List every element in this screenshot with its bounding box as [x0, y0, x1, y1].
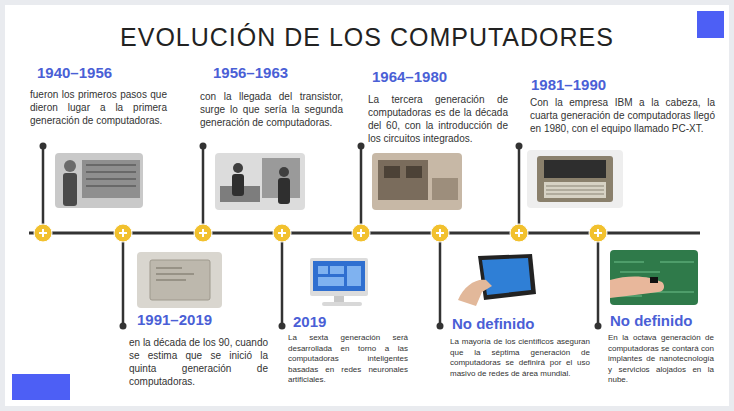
- photo-sixth-generation: [298, 255, 380, 310]
- timeline-entry: 1991–2019 en la década de los 90, cuando …: [129, 311, 268, 388]
- circuit-board: [610, 250, 698, 305]
- computer-keyboard: [544, 182, 606, 198]
- period-description: La tercera generación de computadoras es…: [368, 93, 508, 145]
- stem-line: [597, 233, 600, 326]
- stem-dot: [437, 323, 444, 330]
- stem-line: [360, 146, 363, 233]
- stem-dot: [200, 143, 207, 150]
- stem-line: [42, 146, 45, 233]
- computer-screen: [544, 160, 606, 178]
- period-description: fueron los primeros pasos que dieron lug…: [30, 88, 167, 127]
- screen-tiles: [318, 266, 361, 286]
- tape-reel: [406, 166, 422, 178]
- period-description: en la década de los 90, cuando se estima…: [129, 336, 268, 388]
- chip-body: [150, 260, 210, 300]
- timeline-stems: [43, 146, 598, 326]
- photo-fifth-generation: [137, 252, 222, 308]
- stem-line: [518, 146, 521, 233]
- rack-rows: [86, 165, 136, 186]
- hand: [458, 280, 492, 306]
- timeline-entry: 2019 La sexta generación será desarrollad…: [288, 313, 408, 386]
- stem-dot: [279, 323, 286, 330]
- photo-second-generation: [215, 153, 305, 210]
- period-description: con la llegada del transistor, surge lo …: [200, 90, 343, 129]
- photo-ground: [452, 250, 538, 310]
- stem-dot: [595, 323, 602, 330]
- nano-chip: [650, 277, 658, 283]
- photo-fourth-generation: [527, 150, 623, 208]
- timeline-markers: [34, 224, 607, 242]
- period-heading: 1956–1963: [213, 64, 343, 82]
- photo-third-generation: [372, 153, 462, 210]
- slide-title: EVOLUCIÓN DE LOS COMPUTADORES: [0, 22, 734, 52]
- stem-dot: [516, 143, 523, 150]
- timeline-entry: No definido La mayoría de los científicos…: [450, 315, 590, 379]
- monitor-frame: [310, 258, 368, 296]
- stem-dot: [358, 143, 365, 150]
- key-rows: [546, 186, 604, 194]
- corner-bar: [12, 374, 70, 400]
- plus-symbols: [39, 229, 602, 237]
- person-body: [63, 173, 77, 206]
- photo-ground: [298, 255, 380, 310]
- photo-ground: [215, 153, 305, 210]
- photo-first-generation: [55, 153, 143, 208]
- period-heading: 2019: [293, 313, 408, 331]
- person-head: [279, 167, 289, 177]
- period-description: La sexta generación será desarrollada en…: [288, 333, 408, 386]
- corner-square: [697, 11, 724, 38]
- period-heading: No definido: [610, 312, 714, 330]
- tablet-screen: [482, 258, 531, 295]
- tablet-body: [478, 254, 536, 300]
- timeline-entry: 1981–1990Con la empresa IBM a la cabeza,…: [530, 76, 715, 135]
- machine-rack: [82, 160, 140, 198]
- stem-dot: [40, 143, 47, 150]
- period-heading: 1964–1980: [372, 68, 508, 86]
- photo-ground: [372, 153, 462, 210]
- timeline-entry: 1964–1980 La tercera generación de comput…: [368, 68, 508, 145]
- timeline-entry: No definido En la octava generación de co…: [608, 312, 714, 386]
- console-desk: [432, 178, 458, 200]
- tape-reel: [384, 166, 400, 178]
- person-body: [278, 178, 290, 204]
- timeline-entry: 1956–1963 con la llegada del transistor, …: [200, 64, 343, 129]
- photo-seventh-generation: [452, 250, 538, 310]
- period-description: Con la empresa IBM a la cabeza, la cuart…: [530, 96, 715, 135]
- stem-line: [281, 233, 284, 326]
- fingertip: [610, 276, 664, 298]
- monitor-stand: [334, 296, 344, 302]
- stem-dot: [120, 323, 127, 330]
- period-heading: No definido: [452, 315, 590, 333]
- period-heading: 1991–2019: [137, 311, 268, 329]
- person-body: [232, 174, 244, 196]
- timeline-entry: 1940–1956 fueron los primeros pasos que d…: [30, 64, 167, 127]
- person-head: [64, 160, 76, 172]
- period-description: En la octava generación de computadoras …: [608, 333, 714, 386]
- stem-line: [122, 233, 125, 326]
- marker-circles: [34, 224, 607, 242]
- photo-ground: [55, 153, 143, 208]
- stem-line: [439, 233, 442, 326]
- photo-ground: [137, 252, 222, 308]
- period-description: La mayoría de los científicos aseguran q…: [450, 337, 590, 379]
- keyboard: [322, 302, 362, 306]
- person-head: [233, 163, 243, 173]
- photo-eighth-generation: [610, 250, 698, 305]
- stem-line: [202, 146, 205, 233]
- computer-case: [537, 156, 613, 202]
- machine-cabinet: [378, 160, 428, 200]
- photo-ground: [527, 150, 623, 208]
- period-heading: 1940–1956: [37, 64, 167, 82]
- monitor-screen: [313, 261, 365, 291]
- stem-ends: [40, 143, 602, 330]
- chip-marks: [156, 268, 194, 280]
- period-heading: 1981–1990: [531, 76, 715, 94]
